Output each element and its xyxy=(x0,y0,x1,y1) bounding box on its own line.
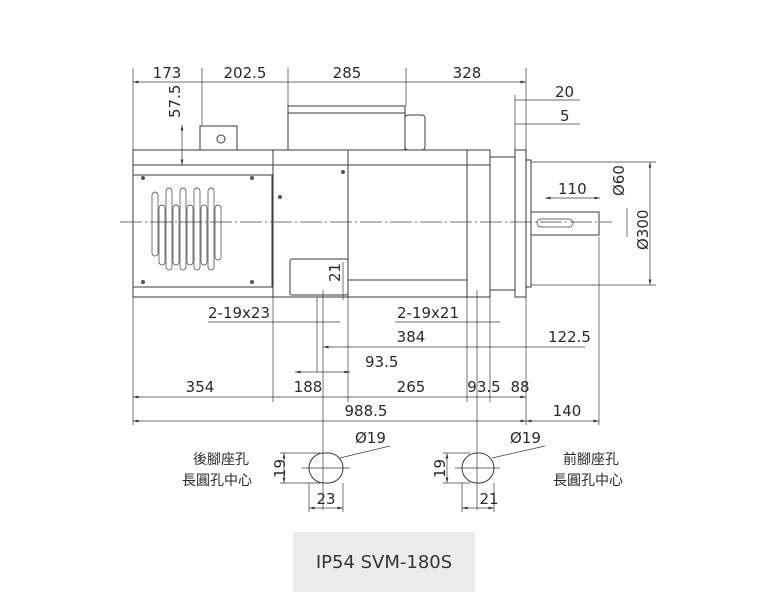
svg-text:93.5: 93.5 xyxy=(467,378,500,396)
svg-text:265: 265 xyxy=(397,378,426,396)
shaft xyxy=(530,211,600,236)
svg-text:Ø60: Ø60 xyxy=(610,165,628,196)
svg-text:354: 354 xyxy=(186,378,215,396)
vent-panel xyxy=(132,174,273,288)
svg-text:2-19x23: 2-19x23 xyxy=(208,304,270,322)
bottom-dimensions: 2-19x23 2-19x21 384 122.5 93.5 354 188 2… xyxy=(132,237,600,510)
svg-text:長圓孔中心: 長圓孔中心 xyxy=(182,473,252,489)
keyway xyxy=(536,218,574,228)
svg-text:21: 21 xyxy=(326,263,344,282)
junction-box xyxy=(199,125,238,151)
motor-body xyxy=(120,105,612,298)
svg-text:後腳座孔: 後腳座孔 xyxy=(193,452,249,468)
svg-text:202.5: 202.5 xyxy=(224,64,267,82)
svg-text:140: 140 xyxy=(553,402,582,420)
svg-text:384: 384 xyxy=(397,328,426,346)
svg-text:93.5: 93.5 xyxy=(365,353,398,371)
svg-text:21: 21 xyxy=(479,490,498,508)
cable-gland xyxy=(404,114,426,151)
svg-text:前腳座孔: 前腳座孔 xyxy=(563,451,619,468)
terminal-plate xyxy=(289,258,349,296)
svg-text:173: 173 xyxy=(153,64,182,82)
model-caption: IP54 SVM-180S xyxy=(293,532,475,592)
svg-text:長圓孔中心: 長圓孔中心 xyxy=(553,473,623,489)
svg-text:188: 188 xyxy=(294,378,323,396)
svg-text:88: 88 xyxy=(510,378,529,396)
svg-text:Ø300: Ø300 xyxy=(634,210,652,250)
flange xyxy=(514,149,527,298)
svg-text:20: 20 xyxy=(555,83,574,101)
svg-text:Ø19: Ø19 xyxy=(355,429,386,447)
front-foot-hole: 19 21 Ø19 前腳座孔 長圓孔中心 xyxy=(431,429,623,512)
svg-text:110: 110 xyxy=(558,180,587,198)
svg-text:122.5: 122.5 xyxy=(548,328,591,346)
svg-text:5: 5 xyxy=(560,107,570,125)
vent-slots xyxy=(151,187,222,271)
svg-text:23: 23 xyxy=(316,490,335,508)
svg-text:328: 328 xyxy=(453,64,482,82)
svg-text:2-19x21: 2-19x21 xyxy=(397,304,459,322)
rear-foot-hole: 19 23 Ø19 後腳座孔 長圓孔中心 xyxy=(182,429,391,512)
svg-text:285: 285 xyxy=(333,64,362,82)
svg-text:988.5: 988.5 xyxy=(345,402,388,420)
svg-text:19: 19 xyxy=(431,459,449,478)
top-dimensions: 173 202.5 285 328 57.5 20 5 110 Ø60 Ø300… xyxy=(132,64,656,300)
svg-text:57.5: 57.5 xyxy=(166,85,184,118)
svg-text:19: 19 xyxy=(271,459,289,478)
svg-text:Ø19: Ø19 xyxy=(510,429,541,447)
